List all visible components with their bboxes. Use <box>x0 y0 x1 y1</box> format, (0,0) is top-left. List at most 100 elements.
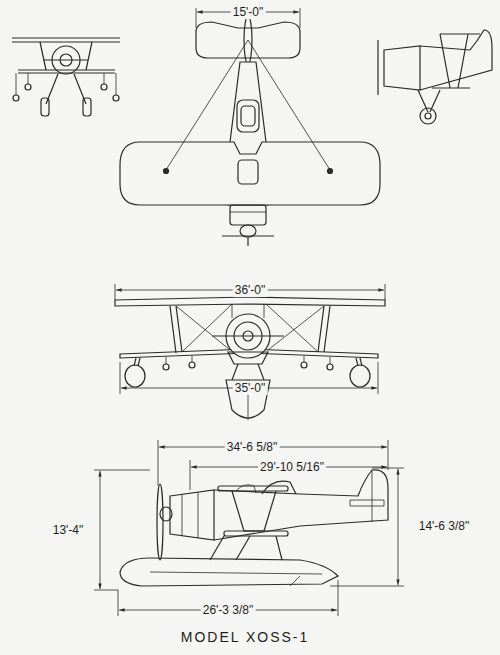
side-view-stroke <box>290 576 300 586</box>
plan-view-stroke <box>328 169 333 174</box>
side-view-stroke <box>118 590 119 616</box>
dimension-label: 26'-3 3/8" <box>201 603 256 617</box>
plan-view-stroke <box>222 235 274 236</box>
front-view-stroke <box>120 362 121 394</box>
front-view-stroke <box>163 364 169 370</box>
side-view-stroke <box>182 494 183 536</box>
small-front-view-stroke <box>101 84 107 90</box>
small-front-view-stroke <box>40 42 46 70</box>
plan-view-stroke <box>120 142 380 205</box>
small-front-view-stroke <box>44 59 88 60</box>
side-view-stroke <box>276 536 282 560</box>
drawing-caption: MODEL XOSS-1 <box>181 629 310 645</box>
side-view-stroke <box>170 490 214 540</box>
side-view-stroke <box>120 558 338 586</box>
dimension-label: 15'-0" <box>231 5 266 19</box>
side-view-stroke <box>372 470 373 522</box>
plan-view-stroke <box>240 225 256 237</box>
small-front-view-stroke <box>25 84 31 90</box>
dimension-label: 14'-6 3/8" <box>417 519 472 533</box>
side-view-stroke <box>198 492 199 538</box>
plan-view-stroke <box>241 106 255 126</box>
small-side-view-stroke <box>420 30 492 90</box>
side-view-stroke <box>100 471 101 589</box>
side-view-stroke <box>94 470 150 471</box>
plan-view-stroke <box>166 40 248 170</box>
small-side-view-stroke <box>458 34 468 88</box>
small-side-view-stroke <box>440 33 480 34</box>
front-view-stroke <box>138 358 140 366</box>
side-view-stroke <box>372 468 404 469</box>
front-view-stroke <box>330 357 331 364</box>
front-view-stroke <box>385 284 386 300</box>
side-view-stroke <box>264 491 276 531</box>
front-view-stroke <box>301 362 307 368</box>
side-view-stroke <box>157 484 163 560</box>
plan-view-stroke <box>196 8 197 28</box>
front-view-stroke <box>115 297 385 306</box>
front-view-stroke <box>350 365 370 387</box>
front-view-stroke <box>327 364 333 370</box>
side-view-stroke <box>224 531 288 536</box>
dimension-label: 34'-6 5/8" <box>225 440 280 454</box>
side-view-stroke <box>214 470 388 540</box>
plan-view-stroke <box>230 212 266 213</box>
small-front-view-stroke <box>113 95 119 101</box>
side-view-stroke <box>350 500 384 506</box>
front-view-stroke <box>125 365 145 387</box>
side-view-stroke <box>232 491 244 531</box>
side-view-stroke <box>236 536 250 560</box>
plan-view-stroke <box>238 160 258 184</box>
front-view-stroke <box>166 357 167 364</box>
side-view-stroke <box>330 586 404 587</box>
dimension-label: 13'-4" <box>51 523 86 537</box>
front-view-stroke <box>228 352 268 364</box>
small-front-view-stroke <box>116 73 117 95</box>
small-front-view-stroke <box>83 98 91 116</box>
plan-view-stroke <box>230 205 266 225</box>
side-view-stroke <box>190 460 191 490</box>
small-front-view-stroke <box>13 95 19 101</box>
front-view-stroke <box>268 306 324 350</box>
front-view-stroke <box>258 364 264 380</box>
side-view <box>94 440 404 616</box>
small-front-view-stroke <box>16 73 17 95</box>
plan-view-stroke <box>300 8 301 28</box>
plan-view-stroke <box>247 237 248 246</box>
front-view-stroke <box>266 304 318 352</box>
front-view-stroke <box>115 284 116 300</box>
small-front-view <box>12 38 120 116</box>
side-view-stroke <box>262 481 296 494</box>
front-view-stroke <box>324 306 330 352</box>
small-side-view-stroke <box>377 40 378 95</box>
front-view-stroke <box>170 306 176 353</box>
side-view-stroke <box>388 440 389 470</box>
plan-view-stroke <box>164 169 169 174</box>
front-view-stroke <box>189 362 195 368</box>
side-view-stroke <box>94 590 118 591</box>
front-view-stroke <box>378 362 379 394</box>
dimension-label: 29'-10 5/16" <box>258 460 326 474</box>
small-front-view-stroke <box>12 37 120 38</box>
dimension-label: 35'-0" <box>233 381 268 395</box>
side-view-stroke <box>398 469 399 585</box>
small-side-view-stroke <box>384 46 420 90</box>
plan-view <box>120 8 380 246</box>
small-front-view-stroke <box>41 98 49 116</box>
front-view-stroke <box>304 356 305 362</box>
front-view-stroke <box>176 306 230 350</box>
small-side-view <box>378 30 492 124</box>
small-front-view-stroke <box>74 74 86 104</box>
side-view-stroke <box>218 486 288 491</box>
front-view-stroke <box>176 306 182 352</box>
small-front-view-stroke <box>46 74 58 104</box>
dimension-label: 36'-0" <box>233 283 268 297</box>
small-side-view-stroke <box>425 113 431 119</box>
front-view-stroke <box>318 306 324 352</box>
small-side-view-stroke <box>440 34 450 88</box>
small-front-view-stroke <box>28 73 29 84</box>
side-view-stroke <box>210 536 224 560</box>
front-view-stroke <box>192 356 193 362</box>
